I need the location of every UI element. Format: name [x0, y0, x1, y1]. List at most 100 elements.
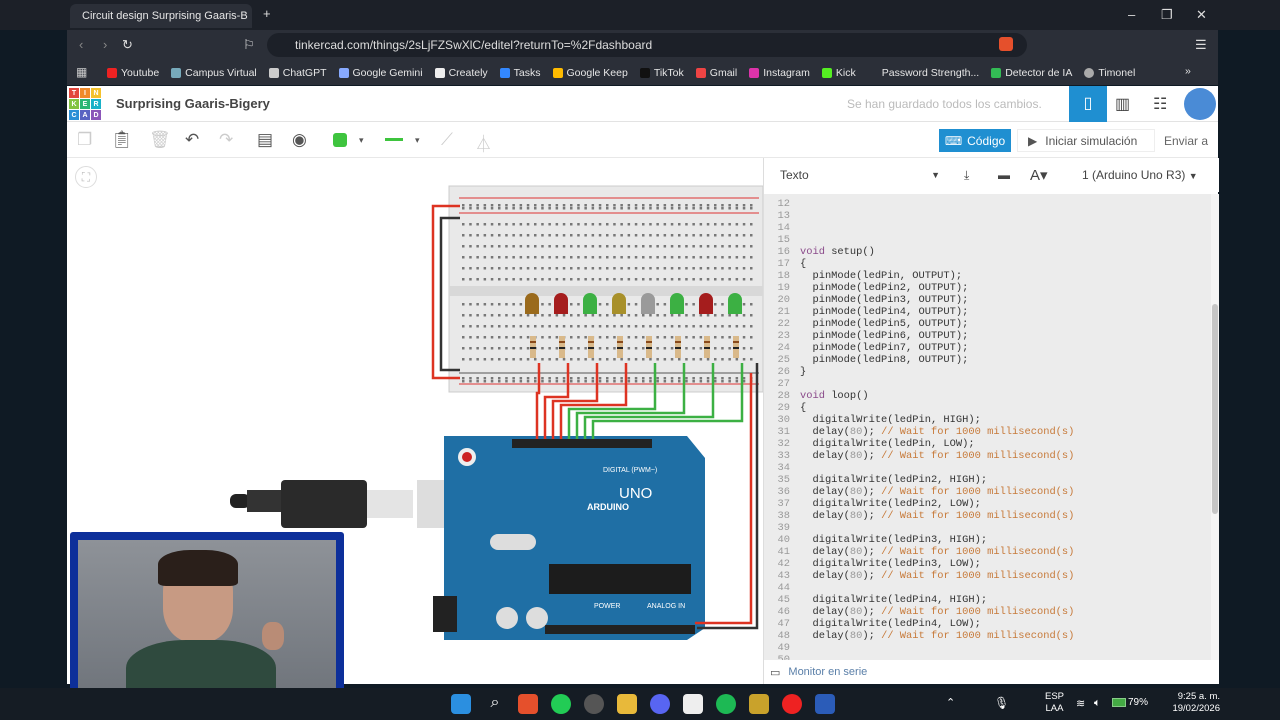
paste-icon[interactable]: 📋︎: [111, 130, 133, 149]
device-dropdown[interactable]: 1 (Arduino Uno R3) ▼: [1082, 168, 1198, 182]
copy-icon[interactable]: ❐: [77, 130, 93, 149]
code-line[interactable]: delay(80); // Wait for 1000 millisecond(…: [800, 546, 1075, 558]
code-line[interactable]: digitalWrite(ledPin3, HIGH);: [800, 534, 988, 546]
wifi-icon[interactable]: ≋: [1076, 698, 1086, 710]
code-line[interactable]: delay(80); // Wait for 1000 millisecond(…: [800, 486, 1075, 498]
tray-chevron-icon[interactable]: ⌃: [946, 697, 956, 709]
code-scrollbar[interactable]: [1211, 194, 1219, 660]
flip-icon[interactable]: ⏃: [475, 135, 492, 154]
bookmark[interactable]: Youtube: [107, 67, 159, 79]
file-icon[interactable]: [683, 694, 703, 714]
brave-shield-icon[interactable]: [999, 37, 1013, 51]
trash-icon[interactable]: 🗑︎: [149, 130, 171, 149]
bookmark[interactable]: Kick: [821, 67, 856, 79]
code-line[interactable]: digitalWrite(ledPin, LOW);: [800, 438, 975, 450]
color-picker[interactable]: [333, 133, 347, 147]
code-line[interactable]: pinMode(ledPin6, OUTPUT);: [800, 330, 969, 342]
code-line[interactable]: pinMode(ledPin5, OUTPUT);: [800, 318, 969, 330]
code-line[interactable]: digitalWrite(ledPin4, HIGH);: [800, 594, 988, 606]
send-to-button[interactable]: Enviar a: [1163, 133, 1209, 148]
code-line[interactable]: pinMode(ledPin8, OUTPUT);: [800, 354, 969, 366]
upload-icon[interactable]: ▬: [998, 168, 1010, 182]
code-line[interactable]: digitalWrite(ledPin3, LOW);: [800, 558, 981, 570]
project-title[interactable]: Surprising Gaaris-Bigery: [116, 96, 270, 111]
more-bookmarks-icon[interactable]: »: [1185, 65, 1191, 77]
bookmark[interactable]: Google Keep: [552, 67, 628, 79]
code-line[interactable]: pinMode(ledPin7, OUTPUT);: [800, 342, 969, 354]
chevron-down-icon[interactable]: ▾: [415, 135, 420, 145]
code-line[interactable]: delay(80); // Wait for 1000 millisecond(…: [800, 630, 1075, 642]
whatsapp-icon[interactable]: [551, 694, 571, 714]
code-line[interactable]: delay(80); // Wait for 1000 millisecond(…: [800, 510, 1075, 522]
code-line[interactable]: delay(80); // Wait for 1000 millisecond(…: [800, 606, 1075, 618]
app-icon[interactable]: [749, 694, 769, 714]
close-window-icon[interactable]: ✕: [1196, 7, 1207, 22]
url-bar[interactable]: tinkercad.com/things/2sLjFZSwXlC/editel?…: [267, 33, 1027, 57]
code-line[interactable]: pinMode(ledPin2, OUTPUT);: [800, 282, 969, 294]
code-line[interactable]: digitalWrite(ledPin, HIGH);: [800, 414, 981, 426]
bookmark-icon[interactable]: ⚐: [243, 37, 255, 52]
chevron-down-icon[interactable]: ▾: [359, 135, 364, 145]
new-tab-icon[interactable]: +: [263, 6, 271, 21]
notes-icon[interactable]: ▤: [257, 130, 274, 149]
forward-icon[interactable]: ›: [103, 37, 108, 52]
usb-cable[interactable]: [230, 480, 457, 528]
back-icon[interactable]: ‹: [79, 37, 84, 52]
code-line[interactable]: delay(80); // Wait for 1000 millisecond(…: [800, 426, 1075, 438]
start-icon[interactable]: [451, 694, 471, 714]
component-list-button[interactable]: ☷: [1153, 94, 1167, 114]
arduino-uno[interactable]: ARDUINO UNO DIGITAL (PWM~) POWER ANALOG …: [433, 436, 705, 640]
minimize-icon[interactable]: –: [1128, 7, 1136, 22]
bookmark[interactable]: Campus Virtual: [171, 67, 257, 79]
code-line[interactable]: pinMode(ledPin3, OUTPUT);: [800, 294, 969, 306]
start-simulation-button[interactable]: ▶Iniciar simulación: [1017, 129, 1155, 152]
schematic-view-button[interactable]: ▥: [1115, 94, 1130, 114]
code-line[interactable]: }: [800, 366, 807, 378]
media-icon[interactable]: [782, 694, 802, 714]
bookmark[interactable]: Detector de IA: [991, 67, 1072, 79]
code-line[interactable]: pinMode(ledPin, OUTPUT);: [800, 270, 963, 282]
folder-icon[interactable]: [617, 694, 637, 714]
bookmark[interactable]: TikTok: [639, 67, 684, 79]
code-line[interactable]: digitalWrite(ledPin2, LOW);: [800, 498, 981, 510]
volume-icon[interactable]: 🔈︎: [1094, 697, 1101, 709]
chrome-icon[interactable]: [584, 694, 604, 714]
breadboard[interactable]: [448, 185, 763, 393]
bookmark[interactable]: Timonel: [1084, 67, 1135, 79]
user-avatar[interactable]: [1184, 88, 1216, 120]
view-notes-icon[interactable]: ◉: [292, 130, 307, 149]
search-icon[interactable]: ⌕: [490, 694, 500, 711]
discord-icon[interactable]: [650, 694, 670, 714]
bookmark[interactable]: Gmail: [695, 67, 737, 79]
microphone-icon[interactable]: 🎙︎: [994, 696, 1010, 710]
battery-icon[interactable]: [1112, 698, 1126, 707]
bookmark[interactable]: Tasks: [499, 67, 541, 79]
bookmark[interactable]: Google Gemini: [338, 67, 423, 79]
code-line[interactable]: digitalWrite(ledPin4, LOW);: [800, 618, 981, 630]
bookmark[interactable]: Instagram: [749, 67, 810, 79]
browser-tab[interactable]: Circuit design Surprising Gaaris-B✕: [70, 4, 252, 28]
code-button[interactable]: ⌨Código: [939, 129, 1011, 152]
code-line[interactable]: delay(80); // Wait for 1000 millisecond(…: [800, 450, 1075, 462]
menu-icon[interactable]: ☰: [1195, 37, 1207, 52]
circuit-view-button[interactable]: ▯: [1069, 86, 1107, 122]
bookmark[interactable]: Creately: [434, 67, 488, 79]
code-line[interactable]: void setup(): [800, 246, 875, 258]
code-line[interactable]: delay(80); // Wait for 1000 millisecond(…: [800, 570, 1075, 582]
download-icon[interactable]: ⤓: [964, 168, 970, 182]
bookmark[interactable]: Password Strength...: [881, 66, 980, 79]
apps-icon[interactable]: ▦: [76, 65, 88, 79]
fit-view-icon[interactable]: ⛶: [75, 166, 97, 188]
reload-icon[interactable]: ↻: [122, 37, 133, 52]
serial-monitor-toggle[interactable]: ▭Monitor en serie: [764, 660, 1219, 684]
rotate-icon[interactable]: ⟋: [441, 130, 453, 149]
code-line[interactable]: digitalWrite(ledPin2, HIGH);: [800, 474, 988, 486]
undo-icon[interactable]: ↶: [185, 130, 200, 149]
code-line[interactable]: {: [800, 402, 807, 414]
bookmark[interactable]: ChatGPT: [268, 67, 327, 79]
code-mode-dropdown[interactable]: Texto▼: [774, 164, 942, 186]
wire-type-picker[interactable]: [385, 138, 403, 141]
